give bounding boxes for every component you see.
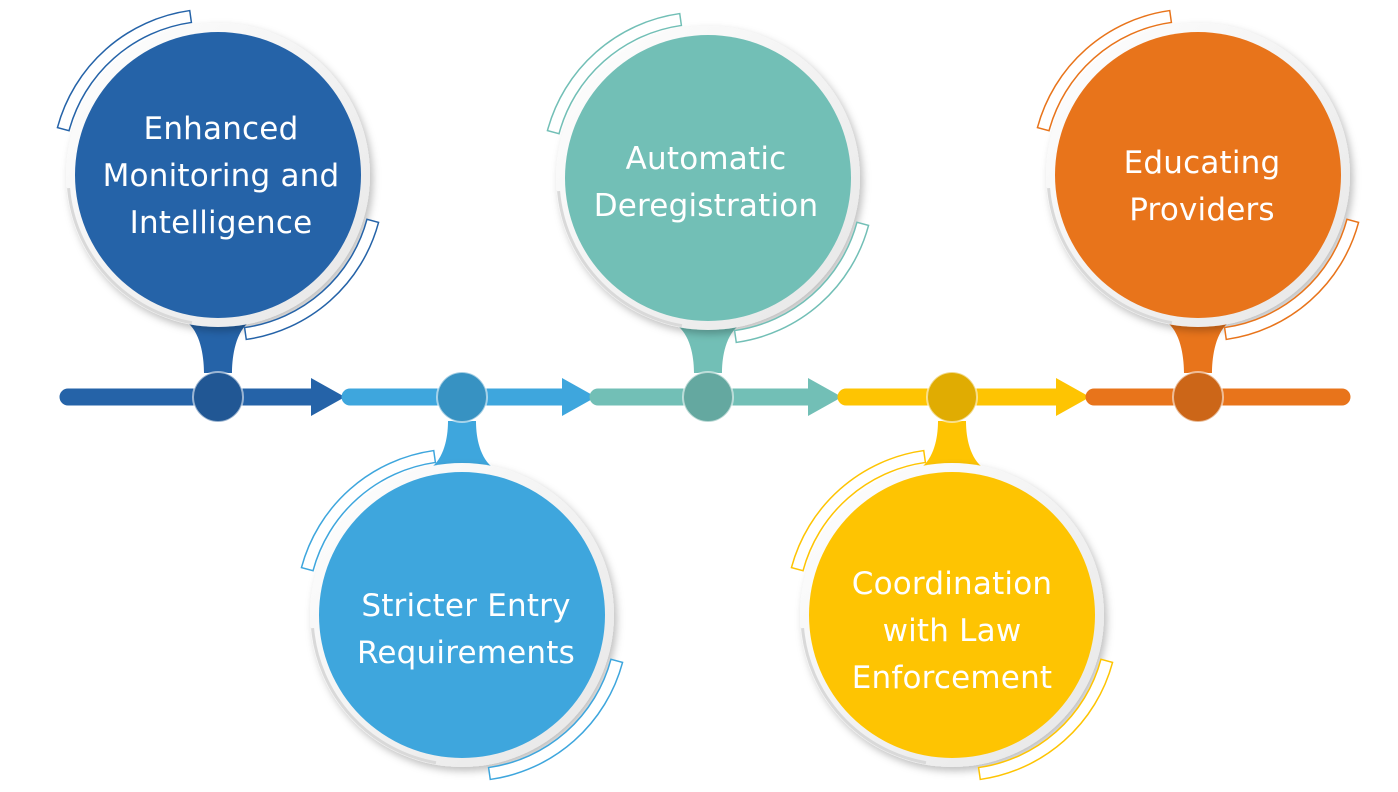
step-2-line-1: Stricter Entry (361, 588, 571, 624)
bubble-highlight-2 (311, 627, 437, 765)
connector-stem-3 (678, 326, 738, 373)
bubble-arc-top-1 (56, 9, 193, 132)
arrowhead-4 (1056, 378, 1090, 416)
timeline-node-4 (926, 371, 978, 423)
timeline-node-2 (436, 371, 488, 423)
arrowhead-2 (562, 378, 596, 416)
step-4-circle (809, 472, 1095, 758)
bubble-arc-top-2 (300, 449, 437, 572)
step-3-line-2: Deregistration (593, 188, 819, 224)
step-4-line-3: Enforcement (851, 659, 1053, 696)
bubble-arc-bottom-5 (1223, 218, 1360, 341)
step-5-label: Educating Providers (1062, 132, 1342, 242)
step-2-line-2: Requirements (357, 635, 575, 671)
step-2-circle (319, 472, 605, 758)
connector-stem-2 (432, 421, 492, 467)
bubble-arc-bottom-3 (733, 221, 870, 344)
step-5-line-1: Educating (1123, 145, 1281, 181)
connector-stem-4 (922, 421, 982, 467)
bubble-arc-bottom-2 (487, 658, 624, 781)
step-1-line-1: Enhanced (143, 110, 299, 147)
step-4-line-1: Coordination (851, 565, 1053, 602)
bubble-highlight-5 (1047, 187, 1173, 325)
step-5-line-2: Providers (1129, 192, 1275, 228)
step-5-circle (1055, 32, 1341, 318)
step-3-circle (565, 35, 851, 321)
arrowhead-3 (808, 378, 842, 416)
bubble-arc-bottom-1 (243, 218, 380, 341)
arrowhead-1 (311, 378, 345, 416)
step-3-line-1: Automatic (625, 141, 787, 177)
bubble-arc-top-4 (790, 449, 927, 572)
bubble-highlight-4 (801, 627, 927, 765)
bubble-arc-bottom-4 (977, 658, 1114, 781)
connector-stem-5 (1168, 323, 1228, 373)
step-1-line-2: Monitoring and (102, 157, 340, 194)
step-3-label: Automatic Deregistration (566, 128, 846, 238)
bubble-arc-top-5 (1036, 9, 1173, 132)
step-1-line-3: Intelligence (129, 204, 313, 241)
bubble-highlight-3 (557, 190, 683, 328)
step-4-label: Coordination with Law Enforcement (812, 556, 1092, 706)
step-4-line-2: with Law (882, 612, 1022, 649)
timeline-node-5 (1172, 371, 1224, 423)
timeline-node-3 (682, 371, 734, 423)
step-1-circle (75, 32, 361, 318)
bubble-highlight-1 (67, 187, 193, 325)
step-2-label: Stricter Entry Requirements (326, 570, 606, 690)
connector-stem-1 (188, 323, 248, 373)
step-1-label: Enhanced Monitoring and Intelligence (86, 86, 356, 266)
timeline-node-1 (192, 371, 244, 423)
bubble-arc-top-3 (546, 12, 683, 135)
